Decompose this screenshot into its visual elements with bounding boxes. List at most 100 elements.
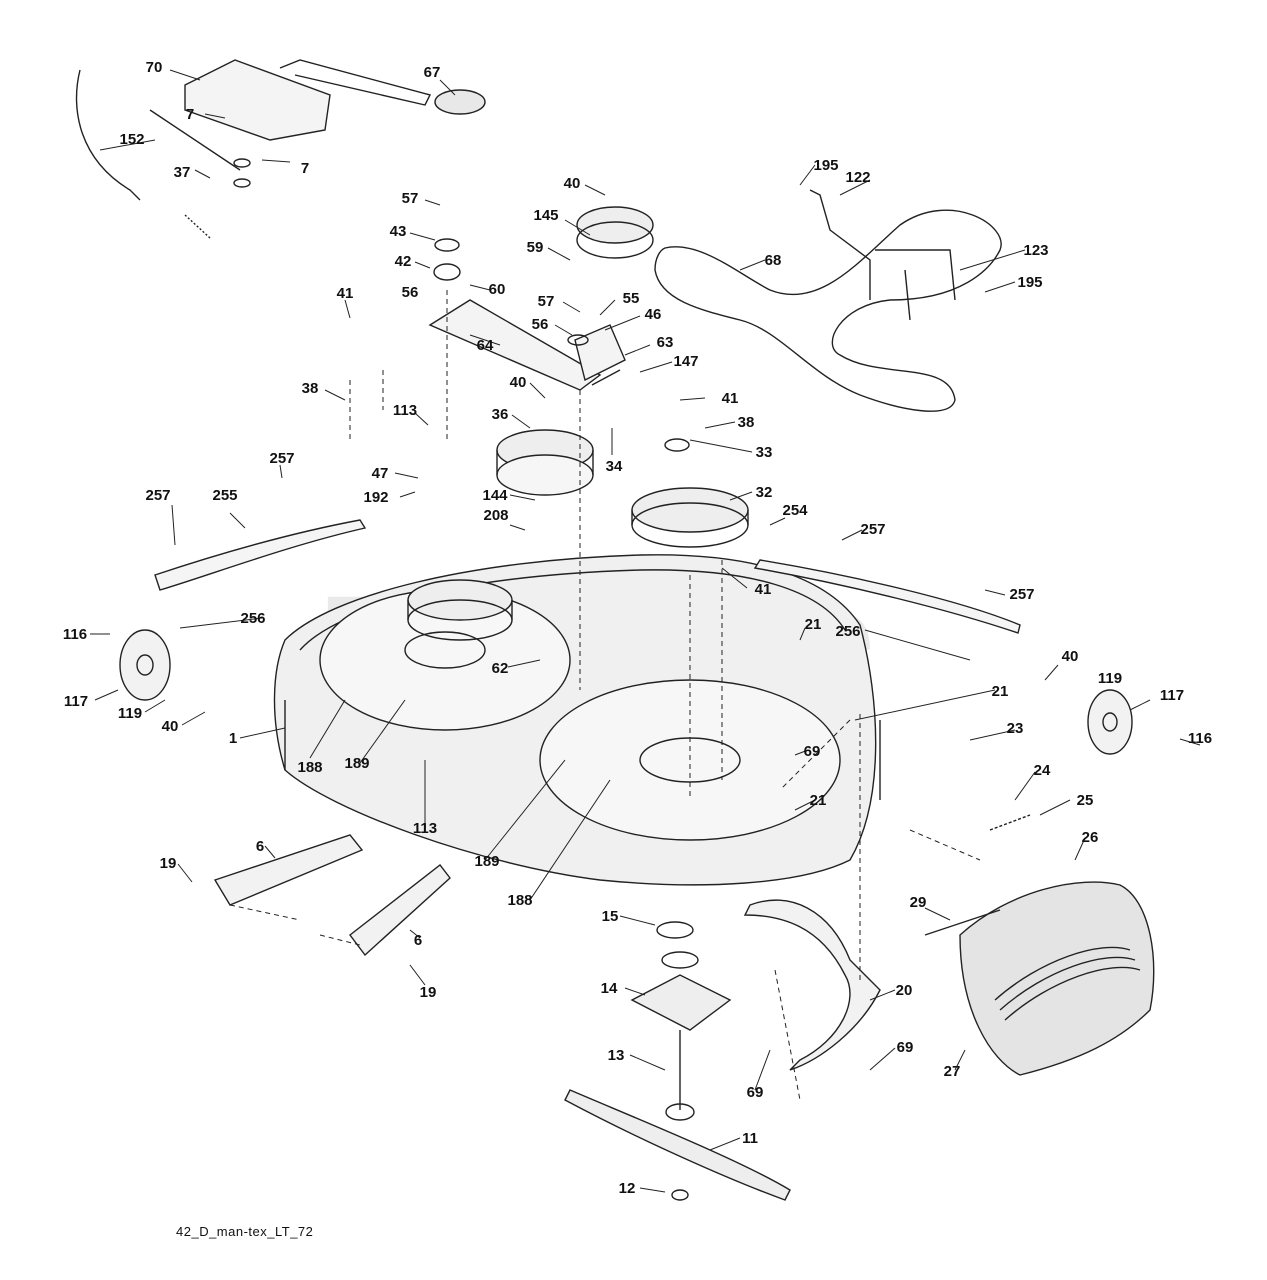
callout-113: 113	[413, 820, 437, 837]
callout-40: 40	[1062, 648, 1079, 665]
callout-189: 189	[474, 853, 499, 870]
callout-12: 12	[619, 1180, 636, 1197]
callout-188: 188	[507, 892, 532, 909]
callout-13: 13	[608, 1047, 625, 1064]
callout-257: 257	[1009, 586, 1034, 603]
callout-67: 67	[424, 64, 441, 81]
callout-7: 7	[186, 106, 194, 123]
callout-37: 37	[174, 164, 191, 181]
callout-257: 257	[269, 450, 294, 467]
callout-56: 56	[402, 284, 419, 301]
callout-64: 64	[477, 337, 494, 354]
deck-housing	[273, 554, 881, 886]
callout-192: 192	[363, 489, 388, 506]
callout-152: 152	[119, 131, 144, 148]
callout-46: 46	[645, 306, 662, 323]
callout-257: 257	[145, 487, 170, 504]
callout-labels: 70 67 7 7 152 37 195 122 40 145 57 43 42…	[63, 59, 1212, 1197]
callout-23: 23	[1007, 720, 1024, 737]
idler-arm-assembly	[428, 206, 654, 391]
callout-256: 256	[835, 623, 860, 640]
callout-43: 43	[390, 223, 407, 240]
drive-belt	[654, 209, 1002, 412]
callout-34: 34	[606, 458, 623, 475]
callout-26: 26	[1082, 829, 1099, 846]
callout-40: 40	[162, 718, 179, 735]
callout-21: 21	[992, 683, 1009, 700]
callout-147: 147	[673, 353, 698, 370]
callout-69: 69	[897, 1039, 914, 1056]
callout-41: 41	[722, 390, 739, 407]
drawing-id: 42_D_man-tex_LT_72	[176, 1224, 314, 1239]
callout-122: 122	[845, 169, 870, 186]
leader-lines	[90, 69, 1201, 1193]
callout-47: 47	[372, 465, 389, 482]
callout-116: 116	[1188, 730, 1212, 747]
callout-21: 21	[805, 616, 822, 633]
callout-57: 57	[402, 190, 419, 207]
callout-62: 62	[492, 660, 509, 677]
callout-41: 41	[337, 285, 354, 302]
center-pulleys	[496, 429, 749, 548]
callout-257: 257	[860, 521, 885, 538]
callout-60: 60	[489, 281, 506, 298]
callout-7: 7	[301, 160, 309, 177]
callout-123: 123	[1023, 242, 1048, 259]
callout-27: 27	[944, 1063, 961, 1080]
callout-195: 195	[1017, 274, 1042, 291]
callout-15: 15	[602, 908, 619, 925]
callout-117: 117	[64, 693, 88, 710]
deflector-arm	[743, 899, 881, 1071]
callout-145: 145	[533, 207, 558, 224]
callout-6: 6	[414, 932, 422, 949]
callout-69: 69	[804, 743, 821, 760]
callout-42: 42	[395, 253, 412, 270]
callout-208: 208	[483, 507, 508, 524]
callout-36: 36	[492, 406, 509, 423]
callout-117: 117	[1160, 687, 1184, 704]
callout-19: 19	[160, 855, 177, 872]
callout-195: 195	[813, 157, 838, 174]
callout-59: 59	[527, 239, 544, 256]
callout-255: 255	[212, 487, 237, 504]
spindle-and-blade	[564, 921, 791, 1201]
callout-32: 32	[756, 484, 773, 501]
callout-55: 55	[623, 290, 640, 307]
callout-113: 113	[393, 402, 417, 419]
gauge-wheels	[119, 629, 1133, 755]
callout-41: 41	[755, 581, 772, 598]
callout-19: 19	[420, 984, 437, 1001]
callout-11: 11	[742, 1130, 758, 1147]
callout-256: 256	[240, 610, 265, 627]
callout-63: 63	[657, 334, 674, 351]
callout-119: 119	[1098, 670, 1122, 687]
callout-14: 14	[601, 980, 618, 997]
callout-33: 33	[756, 444, 773, 461]
callout-29: 29	[910, 894, 927, 911]
alignment-lines	[229, 290, 981, 1101]
callout-40: 40	[510, 374, 527, 391]
callout-40: 40	[564, 175, 581, 192]
callout-21: 21	[810, 792, 827, 809]
hanger-brackets	[213, 834, 451, 957]
discharge-chute	[924, 814, 1155, 1076]
callout-70: 70	[146, 59, 163, 76]
callout-68: 68	[765, 252, 782, 269]
lift-arm-assembly	[75, 59, 486, 239]
callout-25: 25	[1077, 792, 1094, 809]
callout-116: 116	[63, 626, 87, 643]
callout-189: 189	[344, 755, 369, 772]
callout-69: 69	[747, 1084, 764, 1101]
callout-38: 38	[738, 414, 755, 431]
callout-38: 38	[302, 380, 319, 397]
left-spindle-pulley	[407, 579, 513, 641]
baffles	[154, 519, 1021, 634]
callout-188: 188	[297, 759, 322, 776]
callout-1: 1	[229, 730, 237, 747]
callout-144: 144	[482, 487, 508, 504]
callout-20: 20	[896, 982, 913, 999]
callout-119: 119	[118, 705, 142, 722]
callout-57: 57	[538, 293, 555, 310]
callout-56: 56	[532, 316, 549, 333]
